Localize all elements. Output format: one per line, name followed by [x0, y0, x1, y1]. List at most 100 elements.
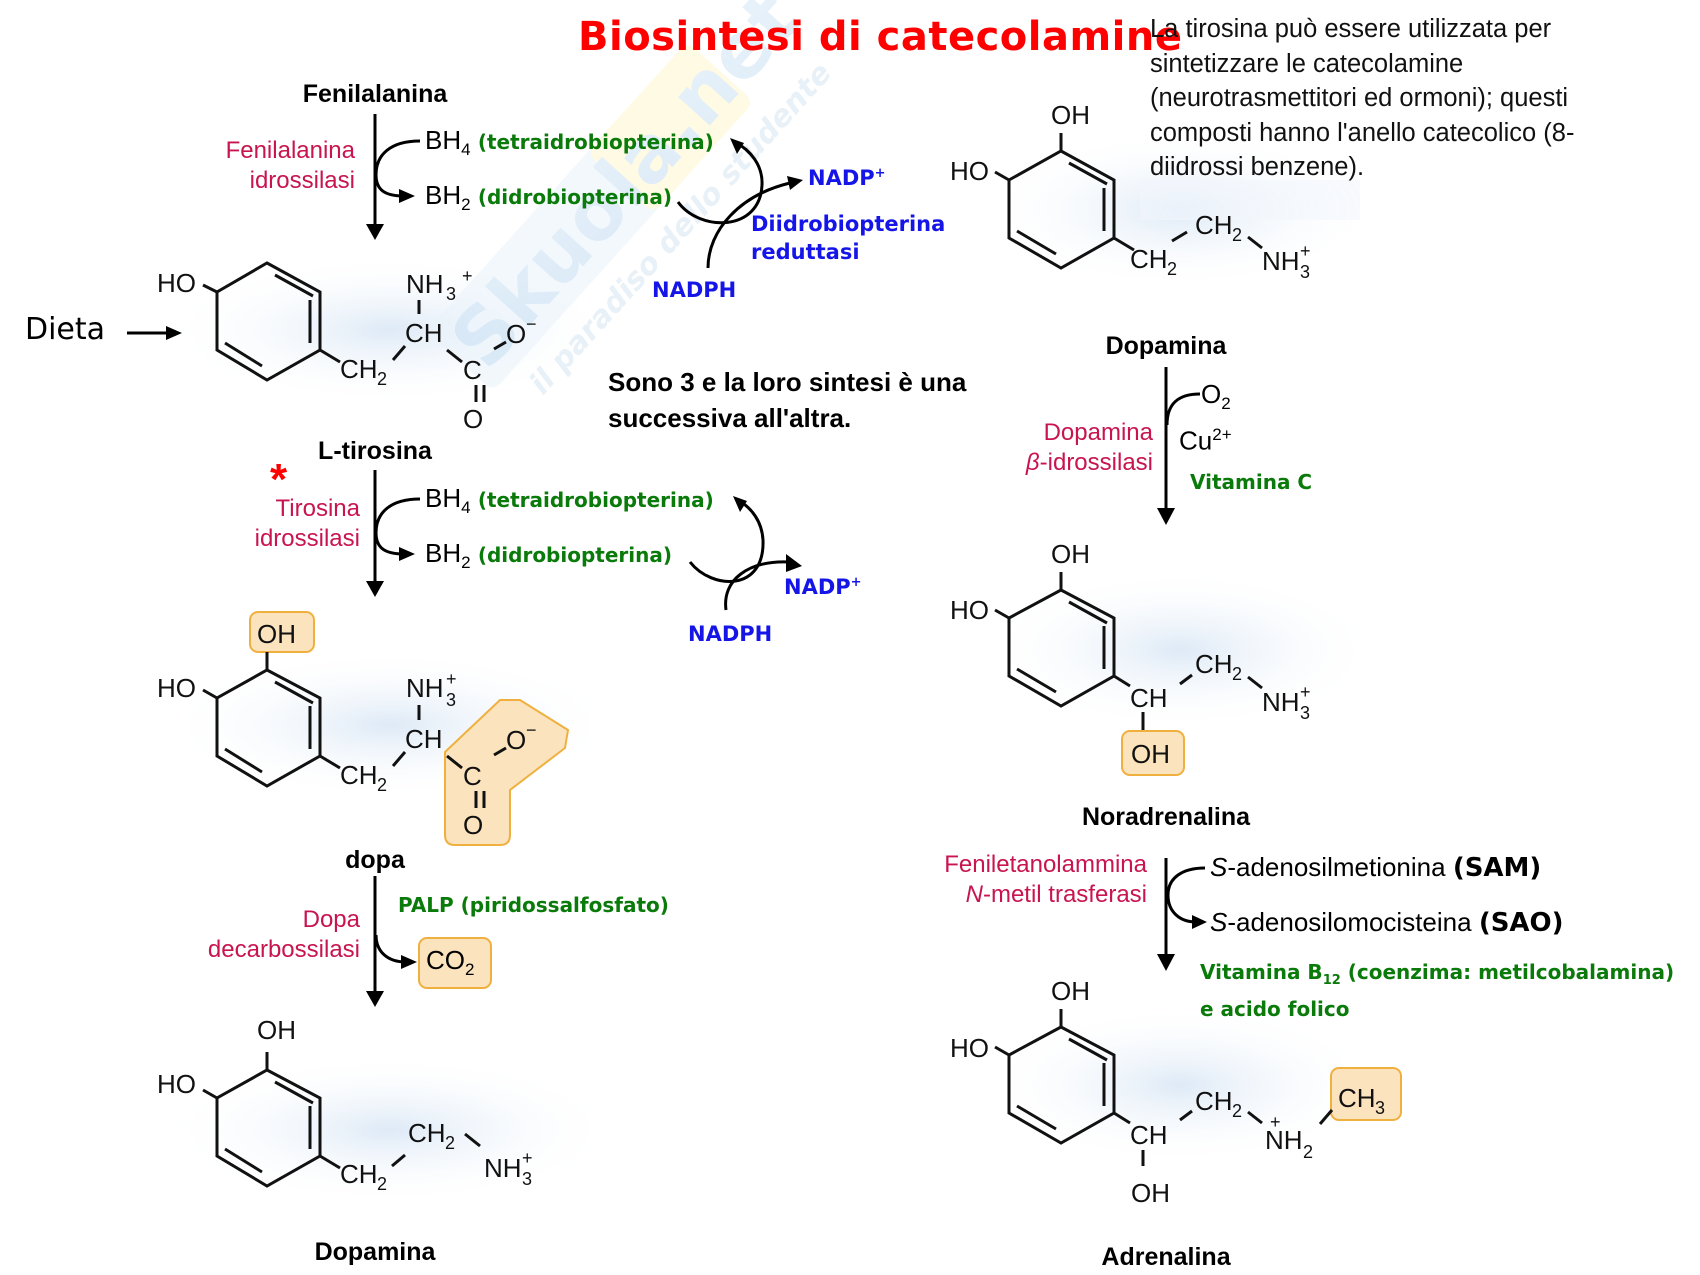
- compound-label-noradrenalina: Noradrenalina: [1081, 803, 1251, 831]
- svg-text:CH: CH: [408, 1118, 446, 1148]
- cofactor-vitamin-c: Vitamina C: [1190, 470, 1313, 494]
- svg-text:OH: OH: [257, 619, 296, 649]
- svg-text:−: −: [526, 314, 537, 334]
- dopa-atoms: OH HO NH 3 + CH CH 2 C O − O: [157, 619, 537, 840]
- cofactor-palp: PALP (piridossalfosfato): [398, 893, 669, 917]
- svg-text:2: 2: [377, 1174, 387, 1194]
- svg-text:OH: OH: [1051, 976, 1090, 1006]
- compound-label-tirosina: L-tirosina: [318, 437, 432, 465]
- enzyme-line: Feniletanolammina: [944, 851, 1147, 878]
- enzyme-pnmt: Feniletanolammina N-metil trasferasi: [944, 850, 1147, 910]
- svg-text:CH: CH: [405, 724, 443, 754]
- cofactor-b12-folate: Vitamina B12 (coenzima: metilcobalamina)…: [1200, 960, 1675, 1021]
- adrenaline-atoms: OH HO CH OH CH 2 + NH 2 CH 3: [950, 976, 1385, 1208]
- svg-text:2: 2: [1232, 664, 1242, 684]
- step1-nadph: NADPH: [652, 278, 737, 302]
- svg-text:+: +: [1270, 1112, 1281, 1132]
- enzyme-line: Dopa: [302, 906, 360, 933]
- svg-text:2: 2: [1167, 259, 1177, 279]
- side-note: La tirosina può essere utilizzata per si…: [1150, 12, 1574, 185]
- compound-label-dopamina-right: Dopamina: [1105, 332, 1227, 360]
- svg-text:HO: HO: [157, 268, 196, 298]
- svg-text:NH: NH: [406, 269, 444, 299]
- enzyme-line: idrossilasi: [249, 167, 355, 194]
- svg-text:CH: CH: [1195, 210, 1233, 240]
- svg-text:CH: CH: [340, 354, 378, 384]
- center-note: Sono 3 e la loro sintesi è una successiv…: [608, 364, 966, 436]
- svg-text:−: −: [526, 720, 537, 740]
- svg-text:OH: OH: [257, 1015, 296, 1045]
- svg-text:CH: CH: [340, 760, 378, 790]
- svg-text:2: 2: [377, 369, 387, 389]
- enzyme-line: Tirosina: [275, 495, 360, 522]
- svg-text:CH: CH: [340, 1159, 378, 1189]
- step2-bh2: BH2 (didrobiopterina): [425, 538, 673, 573]
- svg-text:CH: CH: [1130, 244, 1168, 274]
- enzyme-line: Dopamina: [1043, 419, 1153, 446]
- page-title: Biosintesi di catecolamine: [578, 14, 1183, 60]
- compound-label-dopa: dopa: [345, 846, 405, 874]
- svg-text:+: +: [462, 266, 473, 286]
- molecule-adrenaline: [994, 1009, 1334, 1166]
- step3-co2: CO2: [426, 945, 475, 980]
- svg-text:NH: NH: [406, 673, 444, 703]
- svg-text:HO: HO: [950, 156, 989, 186]
- enzyme-dopa-decarboxylase: Dopa decarbossilasi: [208, 905, 360, 965]
- step2-bh4: BH4 (tetraidrobiopterina): [425, 483, 714, 518]
- side-note-line: (neurotrasmettitori ed ormoni); questi: [1150, 84, 1569, 112]
- diet-arrow: [127, 326, 182, 340]
- svg-text:3: 3: [1300, 703, 1310, 723]
- svg-text:3: 3: [446, 284, 456, 304]
- svg-text:2: 2: [445, 1133, 455, 1153]
- molecule-dopamine-right: [994, 133, 1263, 270]
- co2-highlight: [418, 937, 492, 989]
- noradrenaline-oh-highlight: [1121, 730, 1185, 776]
- enzyme-dihydrobiopterin-reductase: Diidrobiopterina reduttasi: [751, 212, 946, 264]
- svg-text:3: 3: [1300, 262, 1310, 282]
- step5-sah: S-adenosilomocisteina (SAO): [1210, 907, 1564, 938]
- side-note-line: composti hanno l'anello catecolico (8-: [1150, 118, 1575, 147]
- svg-text:+: +: [522, 1148, 533, 1168]
- compound-label-fenilalanina: Fenilalanina: [302, 80, 448, 108]
- side-note-line: diidrossi benzene).: [1150, 153, 1365, 181]
- step4-copper: Cu2+: [1179, 425, 1232, 456]
- svg-text:OH: OH: [1051, 539, 1090, 569]
- compound-label-dopamina-left: Dopamina: [314, 1238, 436, 1266]
- molecule-dopamine-left: [202, 1052, 481, 1188]
- enzyme-line: decarbossilasi: [207, 936, 360, 963]
- svg-text:OH: OH: [1131, 739, 1170, 769]
- svg-text:HO: HO: [950, 595, 989, 625]
- step4-o2: O2: [1201, 379, 1231, 414]
- center-note-line: Sono 3 e la loro sintesi è una: [608, 367, 967, 397]
- cofactor-tetrahydrobiopterin: (tetraidrobiopterina): [477, 130, 714, 154]
- noradrenaline-atoms: OH HO CH OH CH 2 NH 3 +: [950, 539, 1311, 769]
- svg-text:CH: CH: [1130, 683, 1168, 713]
- recycle-loop-1: [676, 138, 803, 269]
- cofactor-tetrahydrobiopterin: (tetraidrobiopterina): [477, 488, 714, 512]
- enzyme-tyrosine-hydroxylase: Tirosina idrossilasi: [255, 494, 360, 554]
- rate-limiting-asterisk: *: [270, 455, 288, 504]
- dopamine-right-atoms: OH HO CH 2 CH 2 NH 3 +: [950, 100, 1311, 282]
- adrenaline-ch3-highlight: [1330, 1067, 1402, 1121]
- enzyme-line: β-idrossilasi: [1025, 449, 1153, 476]
- svg-text:CH: CH: [405, 318, 443, 348]
- svg-text:NH: NH: [1262, 687, 1300, 717]
- enzyme-phenylalanine-hydroxylase: Fenilalanina idrossilasi: [226, 136, 355, 196]
- cofactor-dihydrobiopterin: (didrobiopterina): [477, 543, 673, 567]
- svg-text:HO: HO: [950, 1033, 989, 1063]
- molecule-dopa: [202, 652, 507, 808]
- main-arrows-right: [1157, 367, 1207, 971]
- step2-nadp: NADP+: [784, 575, 862, 599]
- svg-text:C: C: [463, 761, 482, 791]
- svg-text:O: O: [463, 810, 483, 840]
- enzyme-dopamine-beta-hydroxylase: Dopamina β-idrossilasi: [1026, 418, 1153, 478]
- svg-text:CH: CH: [1195, 649, 1233, 679]
- step1-nadp: NADP+: [808, 166, 886, 190]
- compound-label-adrenalina: Adrenalina: [1101, 1243, 1231, 1271]
- svg-text:CH: CH: [1130, 1120, 1168, 1150]
- svg-text:NH: NH: [1265, 1125, 1303, 1155]
- svg-text:2: 2: [1303, 1142, 1313, 1162]
- svg-text:+: +: [1300, 682, 1311, 702]
- step5-sam: S-adenosilmetionina (SAM): [1210, 852, 1542, 883]
